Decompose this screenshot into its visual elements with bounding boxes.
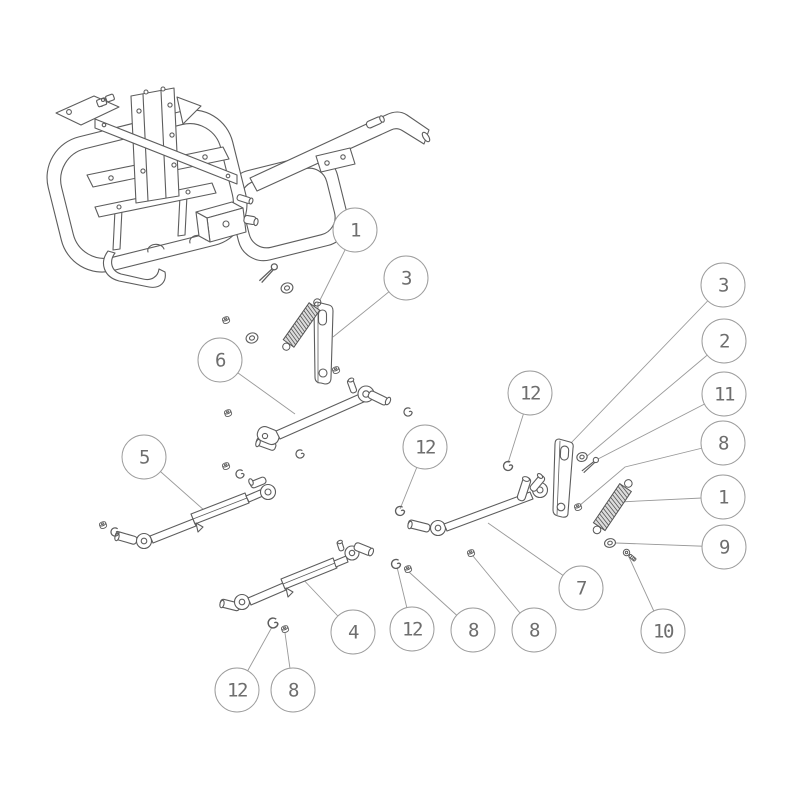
extension-spring-left — [282, 298, 322, 351]
callout-balloons: 1 3 6 5 12 12 4 12 8 8 12 8 7 10 3 2 11 8 1 9 — [121, 207, 747, 713]
hex-nut — [466, 548, 476, 558]
callout-balloon-12: 12 — [214, 667, 260, 713]
right-tube — [249, 111, 431, 192]
callout-balloon-8: 8 — [270, 667, 316, 713]
callout-balloon-8: 8 — [450, 607, 496, 653]
callout-balloon-1: 1 — [700, 474, 746, 520]
callout-balloon-9: 9 — [701, 524, 747, 570]
callout-balloon-4: 4 — [330, 609, 376, 655]
hex-nut — [403, 564, 413, 574]
callout-number: 12 — [227, 680, 247, 702]
callout-number: 4 — [348, 622, 359, 644]
callout-number: 1 — [718, 487, 729, 509]
callout-balloon-7: 7 — [558, 565, 604, 611]
drawbar-hook — [103, 250, 166, 288]
callout-balloon-8: 8 — [700, 420, 746, 466]
callout-balloon-5: 5 — [121, 434, 167, 480]
washer — [280, 282, 294, 294]
callout-number: 5 — [139, 447, 149, 469]
hex-nut — [221, 315, 231, 325]
washer — [576, 451, 588, 463]
support-leg-left — [112, 208, 123, 251]
adjustable-arm-4 — [219, 539, 375, 612]
callout-number: 3 — [401, 268, 412, 290]
retaining-clip — [389, 557, 403, 571]
callout-balloon-2: 2 — [701, 318, 747, 364]
callout-balloon-3: 3 — [383, 255, 429, 301]
callout-number: 10 — [653, 621, 674, 643]
lift-arm-6 — [255, 377, 392, 451]
tube-bracket — [315, 147, 356, 173]
washer — [603, 538, 617, 548]
hex-nut — [280, 624, 290, 634]
callout-number: 2 — [719, 331, 729, 353]
leader-line-8 — [578, 442, 724, 507]
callout-number: 7 — [576, 578, 587, 600]
callout-number: 1 — [350, 220, 361, 242]
adjustable-arm-5 — [114, 476, 277, 550]
diagonal-strap — [94, 118, 238, 185]
washer — [245, 332, 259, 344]
extension-spring-right — [592, 479, 633, 535]
retaining-clip — [234, 468, 246, 480]
callout-balloon-1: 1 — [332, 207, 378, 253]
hex-nut — [223, 408, 233, 418]
callout-balloon-12: 12 — [389, 606, 435, 652]
callout-balloon-10: 10 — [640, 608, 686, 654]
callout-number: 12 — [415, 437, 435, 459]
callout-number: 12 — [402, 619, 422, 641]
small-hardware — [98, 263, 637, 634]
retaining-clip — [266, 616, 280, 630]
callout-balloon-8: 8 — [511, 607, 557, 653]
callout-number: 8 — [529, 620, 540, 642]
callout-number: 11 — [714, 384, 735, 406]
callout-balloon-12: 12 — [402, 424, 448, 470]
retaining-clip — [393, 504, 407, 518]
hex-nut — [221, 461, 231, 471]
tube-stud — [365, 115, 385, 129]
callout-balloon-12: 12 — [507, 370, 553, 416]
clamp-detail — [96, 93, 115, 108]
callout-number: 3 — [718, 275, 729, 297]
callout-number: 12 — [520, 383, 540, 405]
callout-number: 6 — [215, 350, 226, 372]
callout-balloon-3: 3 — [700, 262, 746, 308]
callout-balloon-6: 6 — [197, 337, 243, 383]
support-leg-right — [177, 194, 188, 237]
callout-number: 8 — [288, 680, 299, 702]
gusset-plate — [176, 96, 202, 125]
receiver-bracket — [195, 194, 259, 243]
leader-line-11 — [597, 393, 725, 460]
hex-nut — [331, 365, 341, 375]
retaining-clip — [501, 459, 515, 473]
callout-number: 9 — [719, 537, 730, 559]
cotter-pin — [258, 263, 278, 284]
leader-line-2 — [585, 340, 725, 458]
callout-balloon-11: 11 — [701, 371, 747, 417]
leader-line-3 — [570, 284, 724, 444]
link-strap-right — [552, 438, 574, 518]
callout-number: 8 — [718, 433, 729, 455]
frame-assembly — [46, 86, 431, 288]
callout-number: 8 — [468, 620, 479, 642]
retaining-clip — [294, 448, 306, 460]
hex-nut — [98, 520, 108, 530]
lift-arm-7 — [407, 473, 549, 537]
retaining-clip — [402, 406, 414, 418]
